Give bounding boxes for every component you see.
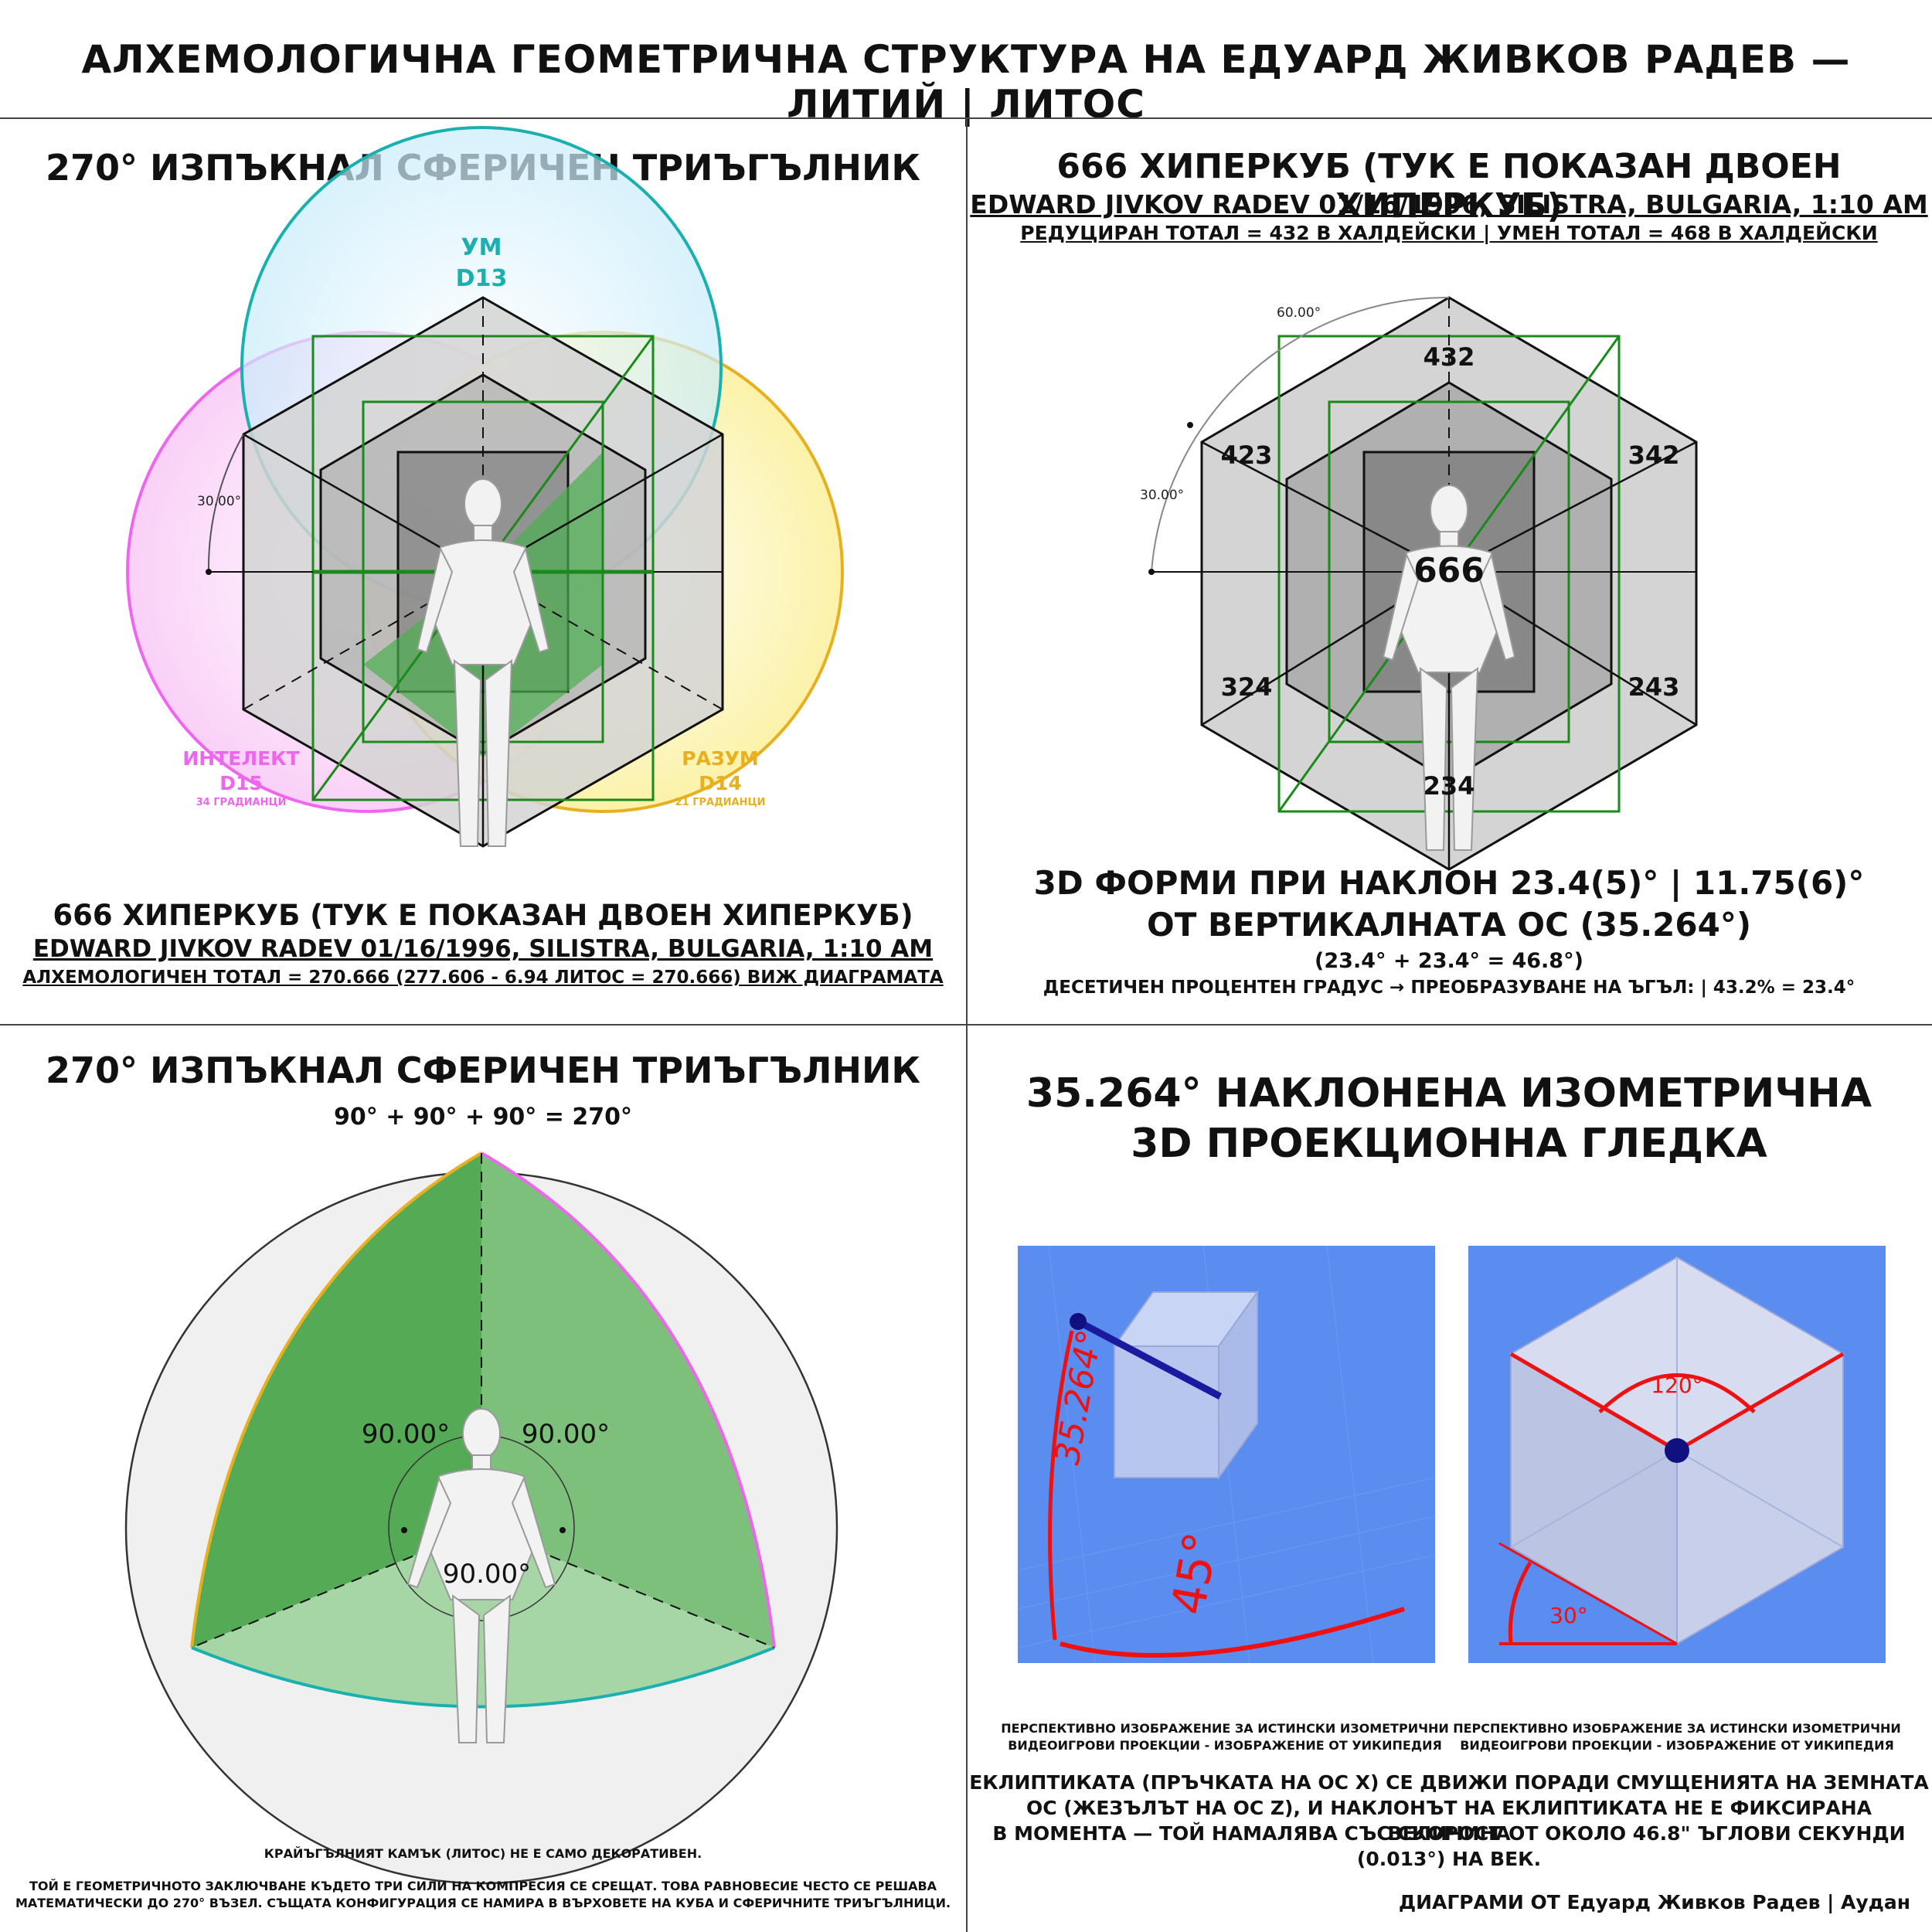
- mind-dim: D13: [456, 265, 508, 292]
- q2-angle-30: 30.00°: [1140, 488, 1184, 503]
- right-face: [481, 1153, 774, 1648]
- arc-120: [1598, 1373, 1756, 1413]
- q4-body-1: ЕКЛИПТИКАТА (ПРЪЧКАТА НА ОС X) СЕ ДВИЖИ …: [969, 1771, 1929, 1794]
- q1-angle-label: 30.00°: [197, 494, 241, 509]
- edge-pink: [481, 1151, 776, 1648]
- intellect-label: ИНТЕЛЕКТ: [182, 747, 299, 770]
- vertex-top: 432: [1423, 342, 1475, 372]
- vertex-lower-right: 243: [1628, 672, 1680, 702]
- reason-sub: 21 ГРАДИАНЦИ: [675, 797, 766, 808]
- img1-caption-1: ПЕРСПЕКТИВНО ИЗОБРАЖЕНИЕ ЗА ИСТИНСКИ ИЗО…: [1001, 1721, 1449, 1736]
- q4-body-4: (0.013°) НА ВЕК.: [1356, 1848, 1542, 1870]
- left-face: [192, 1153, 481, 1648]
- dashed-edge: [191, 1527, 482, 1648]
- angle-point: [560, 1527, 566, 1533]
- isometric-image-left: 35.264° 45°: [1017, 1245, 1436, 1664]
- q2-diagram: 60.00° 30.00° 432 423 342 666 324 243 23…: [1140, 296, 1698, 871]
- human-figure: [406, 1408, 556, 1743]
- angle-point: [1187, 422, 1193, 428]
- q3-heading: 270° ИЗПЪКНАЛ СФЕРИЧЕН ТРИЪГЪЛНИК: [45, 1049, 921, 1091]
- q2-angle-60: 60.00°: [1277, 305, 1321, 321]
- q2-sub-1: EDWARD JIVKOV RADEV 01/16/1996, SILISTRA…: [970, 189, 1928, 219]
- q4-heading-1: 35.264° НАКЛОНЕНА ИЗОМЕТРИЧНА: [1026, 1070, 1872, 1117]
- arc-horizontal: [1060, 1607, 1405, 1658]
- reason-dim: D14: [699, 772, 742, 794]
- center-point: [1665, 1438, 1689, 1463]
- angle-arc: [207, 434, 244, 573]
- q3-note-2: ТОЙ Е ГЕОМЕТРИЧНОТО ЗАКЛЮЧВАНЕ КЪДЕТО ТР…: [29, 1879, 937, 1893]
- intellect-sub: 34 ГРАДИАНЦИ: [196, 797, 287, 808]
- divider-vertical: [966, 117, 968, 1932]
- vertex-center: 666: [1413, 551, 1485, 590]
- q1-caption-2: EDWARD JIVKOV RADEV 01/16/1996, SILISTRA…: [32, 935, 934, 963]
- img1-caption-2: ВИДЕОИГРОВИ ПРОЕКЦИИ - ИЗОБРАЖЕНИЕ ОТ УИ…: [1008, 1738, 1442, 1753]
- intellect-dim: D15: [219, 772, 263, 794]
- vertex-upper-right: 342: [1628, 440, 1680, 470]
- img2-angle-top: 120°: [1651, 1372, 1702, 1398]
- q2-heading: 666 ХИПЕРКУБ (ТУК Е ПОКАЗАН ДВОЕН ХИПЕРК…: [1056, 147, 1842, 226]
- human-figure: [1382, 485, 1516, 851]
- q1-caption-3: АЛХЕМОЛОГИЧЕН ТОТАЛ = 270.666 (277.606 -…: [22, 968, 944, 988]
- q3-angle-right: 90.00°: [522, 1419, 610, 1450]
- dashed-edge: [481, 1527, 775, 1648]
- mind-label: УМ: [461, 234, 502, 261]
- vertex-bottom: 234: [1423, 771, 1475, 801]
- q3-note-3: МАТЕМАТИЧЕСКИ ДО 270° ВЪЗЕЛ. СЪЩАТА КОНФ…: [15, 1896, 951, 1910]
- view-point: [1070, 1313, 1087, 1330]
- q2-caption-3: (23.4° + 23.4° = 46.8°): [1315, 949, 1583, 973]
- q3-angle-left: 90.00°: [362, 1419, 450, 1450]
- q3-note-1: КРАЙЪГЪЛНИЯТ КАМЪК (ЛИТОС) НЕ Е САМО ДЕК…: [264, 1846, 702, 1861]
- angle-point: [401, 1527, 407, 1533]
- q4-heading-2: 3D ПРОЕКЦИОННА ГЛЕДКА: [1131, 1121, 1767, 1167]
- vertex-lower-left: 324: [1221, 672, 1273, 702]
- arc-vertical: [1048, 1330, 1074, 1641]
- img2-caption-2: ВИДЕОИГРОВИ ПРОЕКЦИИ - ИЗОБРАЖЕНИЕ ОТ УИ…: [1460, 1738, 1894, 1753]
- page-title: АЛХЕМОЛОГИЧНА ГЕОМЕТРИЧНА СТРУКТУРА НА Е…: [81, 37, 1851, 127]
- q4-body-2: ОС (ЖЕЗЪЛЪТ НА ОС Z), И НАКЛОНЪТ НА ЕКЛИ…: [1026, 1797, 1872, 1845]
- q4-body-3: В МОМЕНТА — ТОЙ НАМАЛЯВА СЪС СКОРОСТ ОТ …: [992, 1822, 1906, 1845]
- q2-caption-4: ДЕСЕТИЧЕН ПРОЦЕНТЕН ГРАДУС → ПРЕОБРАЗУВА…: [1043, 978, 1855, 998]
- arc-30: [1508, 1561, 1532, 1645]
- view-rod: [1076, 1318, 1223, 1400]
- credit: ДИАГРАМИ ОТ Едуард Живков Радев | Аудан: [1398, 1891, 1910, 1913]
- angle-point: [1148, 569, 1155, 575]
- human-figure: [416, 478, 550, 847]
- q2-caption-2: ОТ ВЕРТИКАЛНАТА ОС (35.264°): [1146, 906, 1752, 944]
- isometric-image-right: 120° 30°: [1468, 1246, 1886, 1663]
- img2-caption-1: ПЕРСПЕКТИВНО ИЗОБРАЖЕНИЕ ЗА ИСТИНСКИ ИЗО…: [1453, 1721, 1901, 1736]
- cube-side: [1218, 1289, 1258, 1481]
- q2-sub-2: РЕДУЦИРАН ТОТАЛ = 432 В ХАЛДЕЙСКИ | УМЕН…: [1020, 222, 1878, 244]
- lower-face: [192, 1528, 774, 1707]
- edge-cyan: [191, 1646, 775, 1709]
- q3-diagram: 90.00° 90.00° 90.00°: [124, 1151, 838, 1885]
- cube-edge: [1448, 440, 1697, 573]
- reason-label: РАЗУМ: [682, 747, 759, 770]
- q1-diagram: 30.00° УМ D13 ИНТЕЛЕКТ D15 34 ГРАДИАНЦИ …: [126, 126, 844, 848]
- q2-caption-1: 3D ФОРМИ ПРИ НАКЛОН 23.4(5)° | 11.75(6)°: [1033, 864, 1865, 902]
- angle-arc: [1151, 296, 1450, 573]
- angle-point: [206, 569, 212, 575]
- edge-yellow: [190, 1151, 483, 1648]
- q3-subheading: 90° + 90° + 90° = 270°: [334, 1104, 632, 1131]
- q1-caption-1: 666 ХИПЕРКУБ (ТУК Е ПОКАЗАН ДВОЕН ХИПЕРК…: [53, 899, 913, 932]
- cube-edge: [1201, 440, 1450, 573]
- img2-angle-bottom: 30°: [1549, 1603, 1588, 1628]
- q3-angle-bottom: 90.00°: [443, 1559, 531, 1590]
- vertex-upper-left: 423: [1221, 440, 1273, 470]
